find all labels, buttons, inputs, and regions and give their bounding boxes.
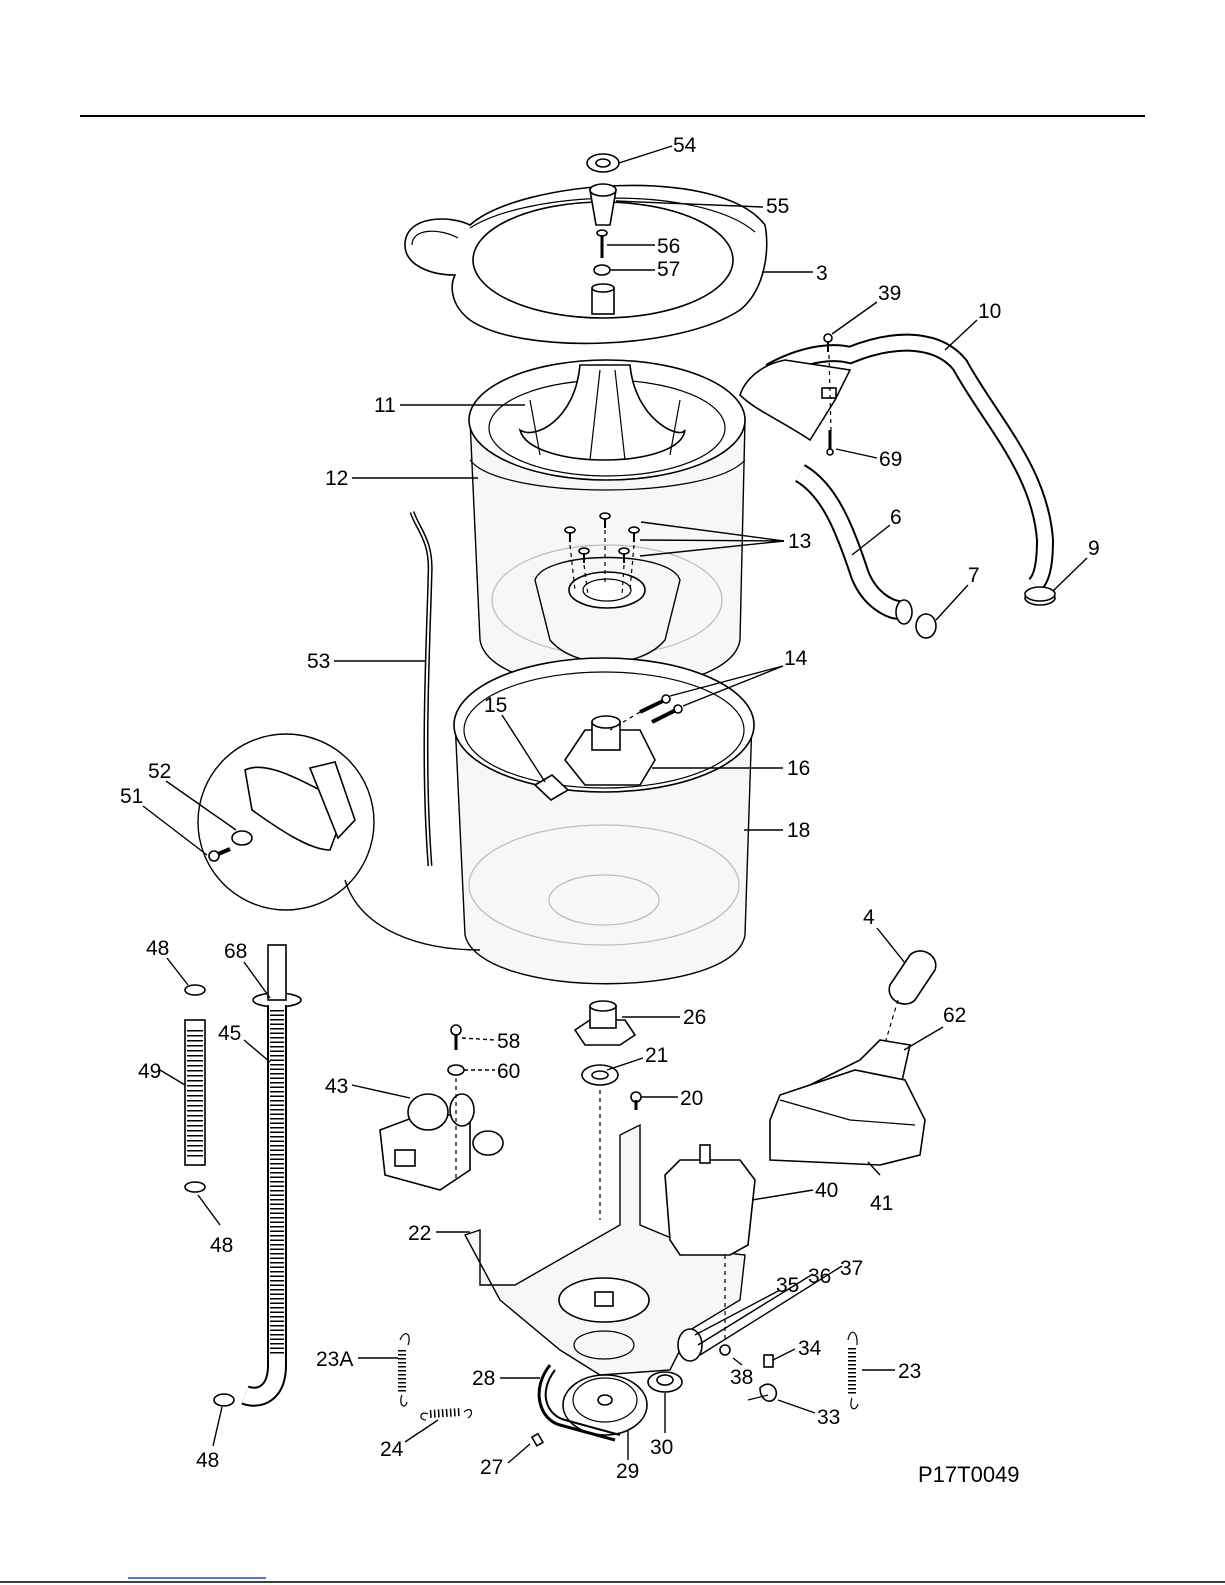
callout-41: 41 bbox=[870, 1192, 893, 1215]
callout-48-bottom: 48 bbox=[196, 1449, 219, 1472]
callout-29: 29 bbox=[616, 1460, 639, 1483]
callout-53: 53 bbox=[307, 650, 330, 673]
callout-27: 27 bbox=[480, 1456, 503, 1479]
part-27-clip bbox=[532, 1434, 543, 1446]
part-6-hose bbox=[800, 473, 912, 624]
callout-11: 11 bbox=[374, 394, 396, 417]
part-54-washer bbox=[587, 154, 619, 172]
part-41-cover bbox=[770, 1070, 925, 1165]
callout-45: 45 bbox=[218, 1022, 241, 1045]
part-45-drain-hose bbox=[245, 945, 286, 1397]
part-58-screw bbox=[451, 1025, 461, 1050]
part-26-bearing bbox=[575, 1001, 635, 1045]
callout-55: 55 bbox=[766, 195, 789, 218]
callout-51: 51 bbox=[120, 785, 143, 808]
basket-hub bbox=[535, 558, 680, 663]
callout-6: 6 bbox=[890, 506, 902, 529]
callout-62: 62 bbox=[943, 1004, 966, 1027]
callout-68: 68 bbox=[224, 940, 247, 963]
part-49-hose-section bbox=[185, 1020, 205, 1165]
part-40-motor bbox=[665, 1145, 755, 1255]
part-3-tub-ring bbox=[405, 185, 767, 343]
detail-circle bbox=[198, 734, 480, 950]
part-23A-spring bbox=[400, 1334, 409, 1406]
callout-23A: 23A bbox=[316, 1348, 353, 1371]
part-60-washer bbox=[448, 1065, 464, 1075]
callout-54: 54 bbox=[673, 134, 697, 157]
part-43-valve bbox=[380, 1094, 503, 1190]
callout-43: 43 bbox=[325, 1075, 348, 1098]
callout-7: 7 bbox=[968, 564, 980, 587]
callout-60: 60 bbox=[497, 1060, 520, 1083]
part-48-clamp-b bbox=[185, 1182, 205, 1192]
callout-16: 16 bbox=[787, 757, 810, 780]
callout-40: 40 bbox=[815, 1179, 838, 1202]
callout-23: 23 bbox=[898, 1360, 921, 1383]
part-23-spring bbox=[848, 1332, 858, 1409]
callout-57: 57 bbox=[657, 258, 680, 281]
callout-10: 10 bbox=[978, 300, 1001, 323]
callout-48-mid: 48 bbox=[210, 1234, 233, 1257]
callout-3: 3 bbox=[816, 262, 828, 285]
callout-69: 69 bbox=[879, 448, 902, 471]
callout-58: 58 bbox=[497, 1030, 520, 1053]
callout-37: 37 bbox=[840, 1257, 863, 1280]
part-30-pulley-small bbox=[648, 1372, 682, 1392]
part-4-capacitor bbox=[889, 951, 936, 1004]
part-38-nut bbox=[720, 1345, 730, 1355]
part-29-pulley bbox=[563, 1375, 647, 1435]
callout-56: 56 bbox=[657, 235, 680, 258]
callout-18: 18 bbox=[787, 819, 810, 842]
callout-38: 38 bbox=[730, 1366, 753, 1389]
callout-12: 12 bbox=[325, 467, 348, 490]
callout-21: 21 bbox=[645, 1044, 668, 1067]
part-24-spring bbox=[421, 1410, 472, 1420]
callout-20: 20 bbox=[680, 1087, 703, 1110]
part-7-ring bbox=[916, 614, 936, 638]
callout-35: 35 bbox=[776, 1274, 799, 1297]
callout-28: 28 bbox=[472, 1367, 495, 1390]
callout-34: 34 bbox=[798, 1337, 822, 1360]
callout-24: 24 bbox=[380, 1438, 404, 1461]
callout-22: 22 bbox=[408, 1222, 431, 1245]
callout-30: 30 bbox=[650, 1436, 673, 1459]
agitator-post bbox=[592, 284, 614, 314]
callout-36: 36 bbox=[808, 1265, 831, 1288]
callout-26: 26 bbox=[683, 1006, 706, 1029]
part-20-screw bbox=[631, 1092, 641, 1110]
callout-4: 4 bbox=[863, 906, 875, 929]
part-48-clamp-a bbox=[185, 985, 205, 995]
part-34-clip bbox=[764, 1355, 773, 1367]
part-inlet-fitting bbox=[740, 360, 850, 440]
part-69-screw bbox=[827, 430, 833, 455]
callout-13: 13 bbox=[788, 530, 811, 553]
callout-39: 39 bbox=[878, 282, 901, 305]
part-57-washer bbox=[594, 265, 610, 275]
part-48-clamp-c bbox=[214, 1394, 234, 1406]
part-9-clamp bbox=[1025, 587, 1055, 605]
callout-14: 14 bbox=[784, 647, 808, 670]
callout-9: 9 bbox=[1088, 537, 1100, 560]
diagram-code: P17T0049 bbox=[918, 1462, 1020, 1487]
callout-48-top: 48 bbox=[146, 937, 169, 960]
callout-33: 33 bbox=[817, 1406, 840, 1429]
callout-52: 52 bbox=[148, 760, 171, 783]
callout-15: 15 bbox=[484, 694, 507, 717]
callout-49: 49 bbox=[138, 1060, 161, 1083]
